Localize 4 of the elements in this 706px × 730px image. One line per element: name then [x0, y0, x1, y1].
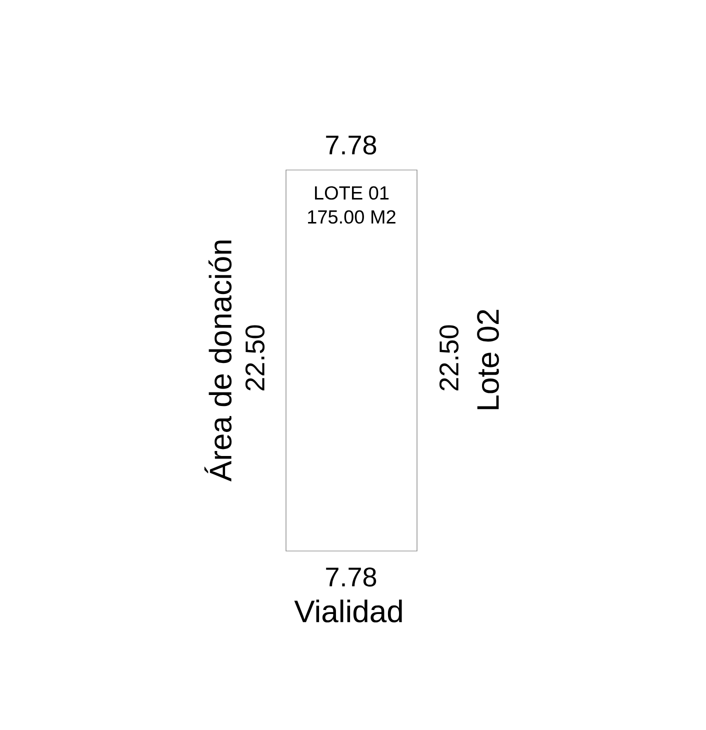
lot-plot: LOTE 01 175.00 M2 [286, 170, 418, 552]
neighbor-label: Área de donación [204, 240, 232, 482]
street-label: Vialidad [294, 600, 402, 622]
neighbor-label: Lote 02 [477, 310, 499, 410]
